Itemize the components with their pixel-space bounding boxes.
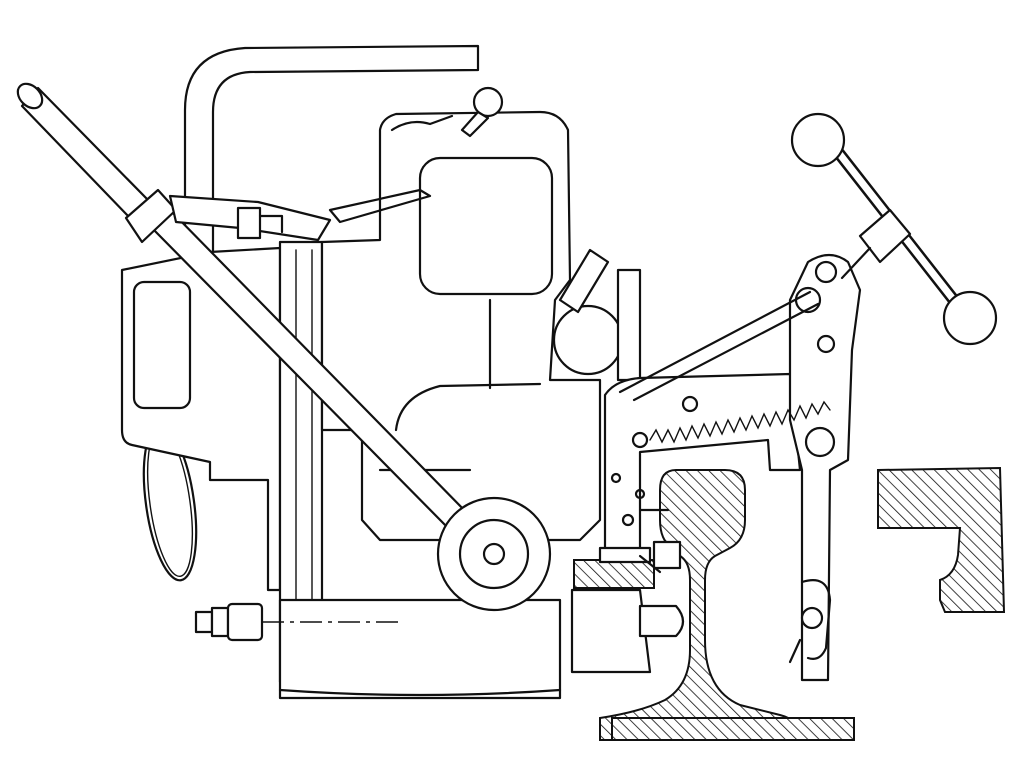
motor-housing bbox=[320, 110, 602, 542]
feed-hub-knob bbox=[436, 496, 552, 612]
t-handle-clamp-screw bbox=[790, 112, 998, 346]
feed-lever-grip bbox=[20, 86, 150, 220]
motor-cover bbox=[418, 156, 554, 296]
lever-linkage bbox=[168, 194, 332, 242]
gear-housing bbox=[278, 598, 562, 700]
housing-window bbox=[132, 280, 192, 410]
drill-spindle-and-cutter bbox=[570, 540, 685, 674]
feed-lever bbox=[16, 82, 472, 534]
adjustment-knob bbox=[552, 248, 642, 382]
tension-spring bbox=[649, 400, 831, 444]
t-handle-knob-top bbox=[790, 112, 846, 168]
rail-foot bbox=[611, 717, 855, 741]
top-carry-handle bbox=[183, 44, 480, 284]
coolant-nozzle bbox=[194, 602, 264, 642]
fishplate-section bbox=[877, 466, 1006, 613]
t-handle-knob-bottom bbox=[942, 290, 998, 346]
rail-clamp-frame bbox=[603, 372, 802, 562]
clamp-strut bbox=[618, 290, 812, 394]
clamp-arm bbox=[788, 253, 862, 682]
retaining-pin bbox=[788, 579, 832, 664]
top-latch bbox=[328, 86, 504, 224]
